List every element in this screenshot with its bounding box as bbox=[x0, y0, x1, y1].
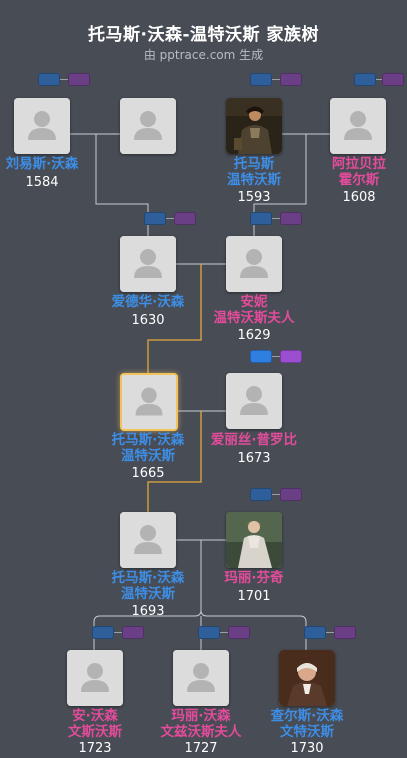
focus-person-card[interactable] bbox=[120, 373, 178, 431]
person-card[interactable] bbox=[226, 512, 282, 568]
male-line-badge[interactable] bbox=[38, 73, 60, 86]
portrait-photo bbox=[226, 512, 282, 568]
person-year: 1665 bbox=[131, 466, 165, 481]
page-title: 托马斯·沃森-温特沃斯 家族树 bbox=[88, 25, 319, 45]
badge-connector bbox=[114, 632, 122, 633]
badge-connector bbox=[272, 356, 280, 357]
person-name: 查尔斯·沃森 文特沃斯 bbox=[270, 708, 344, 740]
person-silhouette-icon bbox=[173, 650, 229, 706]
person-name: 托马斯·沃森 温特沃斯 bbox=[111, 570, 185, 602]
male-line-badge[interactable] bbox=[144, 212, 166, 225]
person-silhouette-icon bbox=[122, 375, 176, 429]
person-card[interactable] bbox=[120, 98, 176, 154]
person-year: 1629 bbox=[237, 328, 271, 343]
person-name: 阿拉贝拉 霍尔斯 bbox=[332, 156, 386, 188]
person-silhouette-icon bbox=[67, 650, 123, 706]
badge-connector bbox=[60, 79, 68, 80]
portrait-photo bbox=[226, 98, 282, 154]
portrait-photo bbox=[279, 650, 335, 706]
person-year: 1630 bbox=[131, 313, 165, 328]
person-name: 托马斯·沃森 温特沃斯 bbox=[111, 432, 185, 464]
person-name: 玛丽·沃森 文兹沃斯夫人 bbox=[160, 708, 242, 740]
person-name: 玛丽·芬奇 bbox=[224, 570, 284, 586]
male-line-badge[interactable] bbox=[250, 350, 272, 363]
person-silhouette-icon bbox=[226, 373, 282, 429]
person-year: 1673 bbox=[237, 451, 271, 466]
person-year: 1723 bbox=[78, 741, 112, 756]
badge-connector bbox=[272, 494, 280, 495]
person-card[interactable] bbox=[173, 650, 229, 706]
person-year: 1727 bbox=[184, 741, 218, 756]
person-card[interactable] bbox=[226, 373, 282, 429]
person-year: 1693 bbox=[131, 604, 165, 619]
female-line-badge[interactable] bbox=[280, 350, 302, 363]
person-card[interactable] bbox=[120, 236, 176, 292]
person-year: 1584 bbox=[25, 175, 59, 190]
person-card[interactable] bbox=[279, 650, 335, 706]
person-card[interactable] bbox=[120, 512, 176, 568]
male-line-badge[interactable] bbox=[92, 626, 114, 639]
badge-connector bbox=[326, 632, 334, 633]
person-card[interactable] bbox=[226, 236, 282, 292]
person-silhouette-icon bbox=[120, 236, 176, 292]
female-line-badge[interactable] bbox=[122, 626, 144, 639]
badge-connector bbox=[376, 79, 382, 80]
female-line-badge[interactable] bbox=[280, 73, 302, 86]
person-year: 1593 bbox=[237, 190, 271, 205]
person-year: 1608 bbox=[342, 190, 376, 205]
male-line-badge[interactable] bbox=[198, 626, 220, 639]
person-year: 1701 bbox=[237, 589, 271, 604]
female-line-badge[interactable] bbox=[280, 488, 302, 501]
person-name: 安妮 温特沃斯夫人 bbox=[213, 294, 295, 326]
badge-connector bbox=[166, 218, 174, 219]
male-line-badge[interactable] bbox=[250, 488, 272, 501]
person-card[interactable] bbox=[226, 98, 282, 154]
female-line-badge[interactable] bbox=[334, 626, 356, 639]
person-silhouette-icon bbox=[14, 98, 70, 154]
badge-connector bbox=[272, 218, 280, 219]
male-line-badge[interactable] bbox=[250, 73, 272, 86]
person-card[interactable] bbox=[67, 650, 123, 706]
person-name: 爱丽丝·普罗比 bbox=[210, 432, 298, 448]
female-line-badge[interactable] bbox=[280, 212, 302, 225]
person-silhouette-icon bbox=[120, 98, 176, 154]
female-line-badge[interactable] bbox=[68, 73, 90, 86]
person-year: 1730 bbox=[290, 741, 324, 756]
person-name: 安·沃森 文斯沃斯 bbox=[68, 708, 122, 740]
badge-connector bbox=[272, 79, 280, 80]
male-line-badge[interactable] bbox=[304, 626, 326, 639]
badge-connector bbox=[220, 632, 228, 633]
person-silhouette-icon bbox=[330, 98, 386, 154]
male-line-badge[interactable] bbox=[354, 73, 376, 86]
female-line-badge[interactable] bbox=[174, 212, 196, 225]
person-card[interactable] bbox=[14, 98, 70, 154]
person-name: 刘易斯·沃森 bbox=[5, 156, 79, 172]
person-card[interactable] bbox=[330, 98, 386, 154]
male-line-badge[interactable] bbox=[250, 212, 272, 225]
person-name: 托马斯 温特沃斯 bbox=[227, 156, 281, 188]
female-line-badge[interactable] bbox=[228, 626, 250, 639]
person-silhouette-icon bbox=[226, 236, 282, 292]
female-line-badge[interactable] bbox=[382, 73, 404, 86]
page-subtitle: 由 pptrace.com 生成 bbox=[143, 48, 264, 62]
person-silhouette-icon bbox=[120, 512, 176, 568]
person-name: 爱德华·沃森 bbox=[111, 294, 185, 310]
